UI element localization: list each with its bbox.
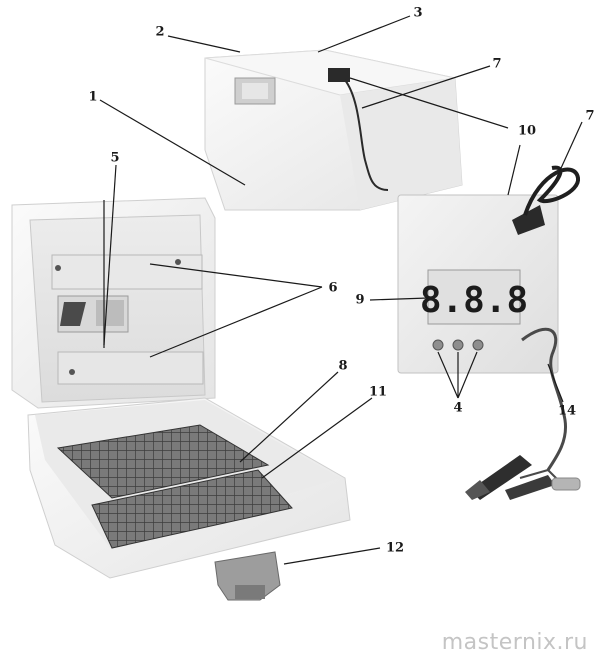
callout-10: 10 (517, 123, 537, 139)
control-button-1 (432, 339, 444, 351)
open-incubator (11, 197, 351, 601)
leader-lines (99, 15, 583, 565)
callout-12: 12 (385, 540, 405, 556)
heater-plate-lower (57, 351, 204, 385)
egg-grid-upper (56, 424, 270, 499)
sensor-cable (344, 79, 389, 191)
callout-4: 4 (453, 400, 463, 416)
callout-7-top: 7 (492, 56, 502, 72)
callout-11: 11 (368, 384, 388, 400)
callout-8: 8 (338, 358, 348, 374)
digital-display-frame (427, 269, 521, 325)
callout-6: 6 (328, 280, 338, 296)
callout-5: 5 (110, 150, 120, 166)
callout-3: 3 (413, 5, 423, 21)
control-button-3 (472, 339, 484, 351)
watermark: masternix.ru (441, 630, 588, 655)
callout-7-right: 7 (585, 108, 595, 124)
sensor-cable-coil (523, 165, 580, 216)
control-panel: 8.8.8 (397, 165, 581, 500)
callout-1: 1 (88, 89, 98, 105)
callout-2: 2 (155, 24, 165, 40)
top-sensor (328, 68, 350, 82)
battery-clamp-grey (505, 475, 555, 500)
egg-grid-lower (91, 469, 293, 549)
closed-incubator (204, 49, 463, 211)
digital-display: 8.8.8 (420, 280, 528, 321)
control-button-2 (452, 339, 464, 351)
callout-9: 9 (355, 292, 365, 308)
callout-14: 14 (557, 403, 577, 419)
panel-sensor (512, 205, 545, 235)
